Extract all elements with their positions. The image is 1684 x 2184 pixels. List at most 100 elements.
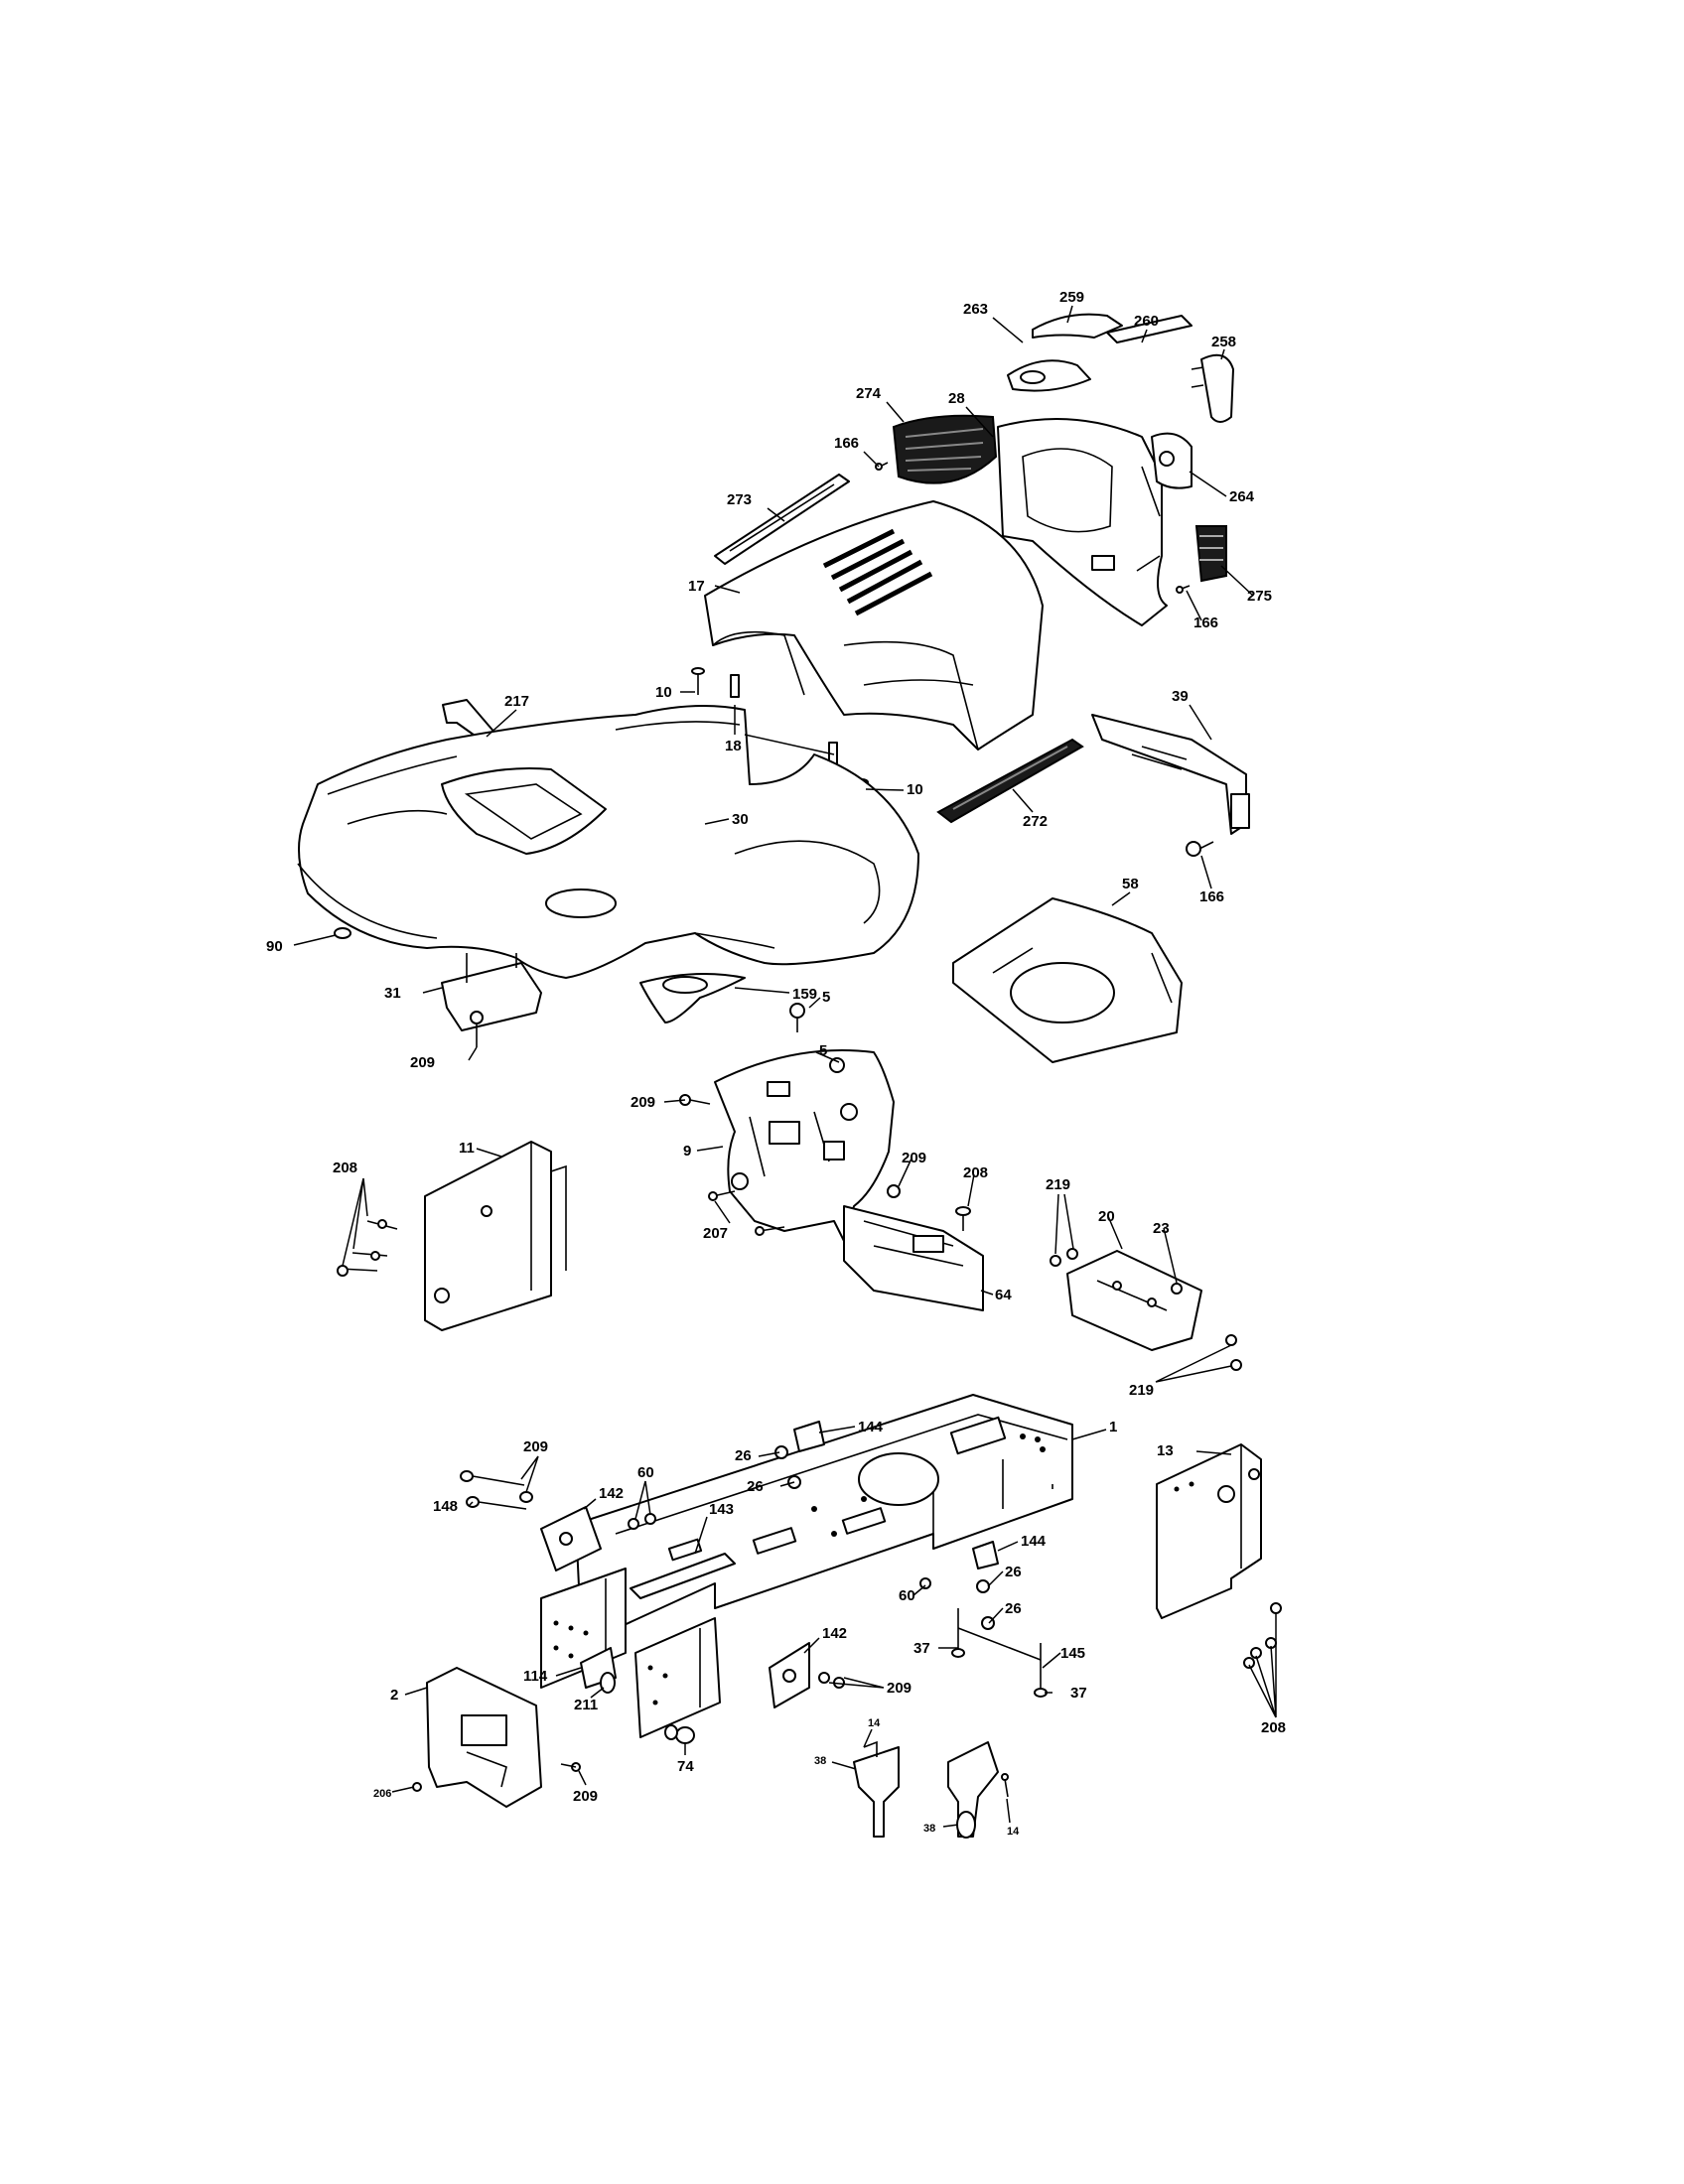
part-260-strip xyxy=(1106,315,1193,343)
callout-37-b: 37 xyxy=(1070,1685,1087,1702)
part-144-clip-top xyxy=(793,1421,825,1452)
callout-114: 114 xyxy=(523,1668,548,1685)
callout-11: 11 xyxy=(459,1140,475,1157)
callout-142-a: 142 xyxy=(599,1485,624,1502)
callout-17: 17 xyxy=(688,578,705,595)
callout-272: 272 xyxy=(1023,813,1048,830)
callout-1: 1 xyxy=(1109,1419,1117,1435)
callout-5-a: 5 xyxy=(822,989,830,1006)
callout-219-b: 219 xyxy=(1129,1382,1154,1399)
callout-60-a: 60 xyxy=(637,1464,654,1481)
callout-74: 74 xyxy=(677,1758,694,1775)
part-23-nut xyxy=(1171,1283,1183,1295)
part-9-console xyxy=(714,1049,895,1242)
callout-159: 159 xyxy=(792,986,817,1003)
part-2-front-plate xyxy=(426,1667,542,1808)
callout-207: 207 xyxy=(703,1225,728,1242)
callout-166-a: 166 xyxy=(834,435,859,452)
part-211-bushing xyxy=(600,1672,616,1694)
part-159-cup xyxy=(639,973,746,1024)
part-209-bolt-c xyxy=(887,1184,901,1198)
part-64-box xyxy=(843,1205,984,1311)
callout-217: 217 xyxy=(504,693,529,710)
callout-258: 258 xyxy=(1211,334,1236,350)
callout-10-b: 10 xyxy=(907,781,923,798)
callout-263: 263 xyxy=(963,301,988,318)
part-39-bracket xyxy=(1091,714,1250,835)
callout-144-b: 144 xyxy=(1021,1533,1047,1550)
callout-273: 273 xyxy=(727,491,752,508)
callout-166-c: 166 xyxy=(1199,888,1224,905)
part-219-bolts xyxy=(1050,1248,1242,1371)
callout-60-b: 60 xyxy=(899,1587,915,1604)
callout-26-c: 26 xyxy=(1005,1564,1022,1580)
callout-23: 23 xyxy=(1153,1220,1170,1237)
leader-lines xyxy=(293,305,1277,1828)
part-209-bolts-left xyxy=(460,1470,533,1503)
callout-13: 13 xyxy=(1157,1442,1174,1459)
part-208-bolts-right xyxy=(1243,1602,1282,1669)
callout-20: 20 xyxy=(1098,1208,1115,1225)
callout-209-d: 209 xyxy=(523,1438,548,1455)
callout-209-c: 209 xyxy=(902,1150,926,1166)
part-37-bolts xyxy=(951,1608,1048,1698)
part-38-bracket-right xyxy=(947,1741,999,1839)
callout-30: 30 xyxy=(732,811,749,828)
part-209-bolts-right xyxy=(818,1672,845,1689)
part-58-lower-pan xyxy=(952,897,1183,1063)
frame-side-right xyxy=(634,1617,721,1738)
part-142-bracket-left xyxy=(540,1506,602,1571)
callout-209-a: 209 xyxy=(410,1054,435,1071)
callout-209-b: 209 xyxy=(631,1094,655,1111)
callout-143: 143 xyxy=(709,1501,734,1518)
callout-209-f: 209 xyxy=(573,1788,598,1805)
callout-39: 39 xyxy=(1172,688,1189,705)
callout-166-b: 166 xyxy=(1193,614,1218,631)
callout-38-b: 38 xyxy=(923,1823,935,1835)
callout-208-b: 208 xyxy=(963,1164,988,1181)
callout-38-a: 38 xyxy=(814,1755,826,1767)
callout-14-b: 14 xyxy=(1007,1826,1020,1838)
callout-5-b: 5 xyxy=(819,1042,827,1059)
part-13-side-plate xyxy=(1156,1443,1262,1619)
callout-142-b: 142 xyxy=(822,1625,847,1642)
part-14-bolts xyxy=(863,1740,1009,1798)
callout-144-a: 144 xyxy=(858,1419,884,1435)
part-28-dash-housing xyxy=(997,418,1168,626)
part-38-bracket-left xyxy=(853,1746,900,1838)
part-74-bushing xyxy=(664,1724,695,1744)
callout-labels: 259 260 258 263 274 28 166 273 264 17 27… xyxy=(266,289,1286,1838)
callout-209-e: 209 xyxy=(887,1680,912,1697)
hood-vents xyxy=(822,528,933,616)
callout-28: 28 xyxy=(948,390,965,407)
callout-148: 148 xyxy=(433,1498,458,1515)
part-166-screws-top xyxy=(875,462,1191,594)
callout-18: 18 xyxy=(725,738,742,754)
part-11-side-plate xyxy=(424,1141,567,1331)
callout-58: 58 xyxy=(1122,876,1139,892)
callout-26-d: 26 xyxy=(1005,1600,1022,1617)
callout-14-a: 14 xyxy=(868,1717,881,1729)
callout-211: 211 xyxy=(574,1697,598,1713)
part-206-bolt xyxy=(412,1782,422,1792)
part-142-bracket-right xyxy=(769,1642,810,1708)
part-148-bolt xyxy=(466,1496,527,1510)
part-264-light xyxy=(1151,432,1193,489)
part-207-bolts xyxy=(708,1190,785,1236)
callout-10-a: 10 xyxy=(655,684,672,701)
part-272-side-rail xyxy=(936,738,1084,824)
part-275-vent xyxy=(1194,525,1227,583)
callout-2: 2 xyxy=(390,1687,398,1704)
part-209-bolt-f xyxy=(560,1762,581,1772)
part-263-lens xyxy=(1007,359,1091,392)
part-90-nut xyxy=(334,927,351,939)
callout-219-a: 219 xyxy=(1046,1176,1070,1193)
callout-274: 274 xyxy=(856,385,882,402)
callout-264: 264 xyxy=(1229,488,1255,505)
part-17-hood xyxy=(704,500,1044,751)
part-20-plate xyxy=(1066,1250,1202,1351)
callout-208-c: 208 xyxy=(1261,1719,1286,1736)
part-209-bolt-a xyxy=(470,1011,484,1047)
part-5-nuts xyxy=(789,1003,845,1073)
